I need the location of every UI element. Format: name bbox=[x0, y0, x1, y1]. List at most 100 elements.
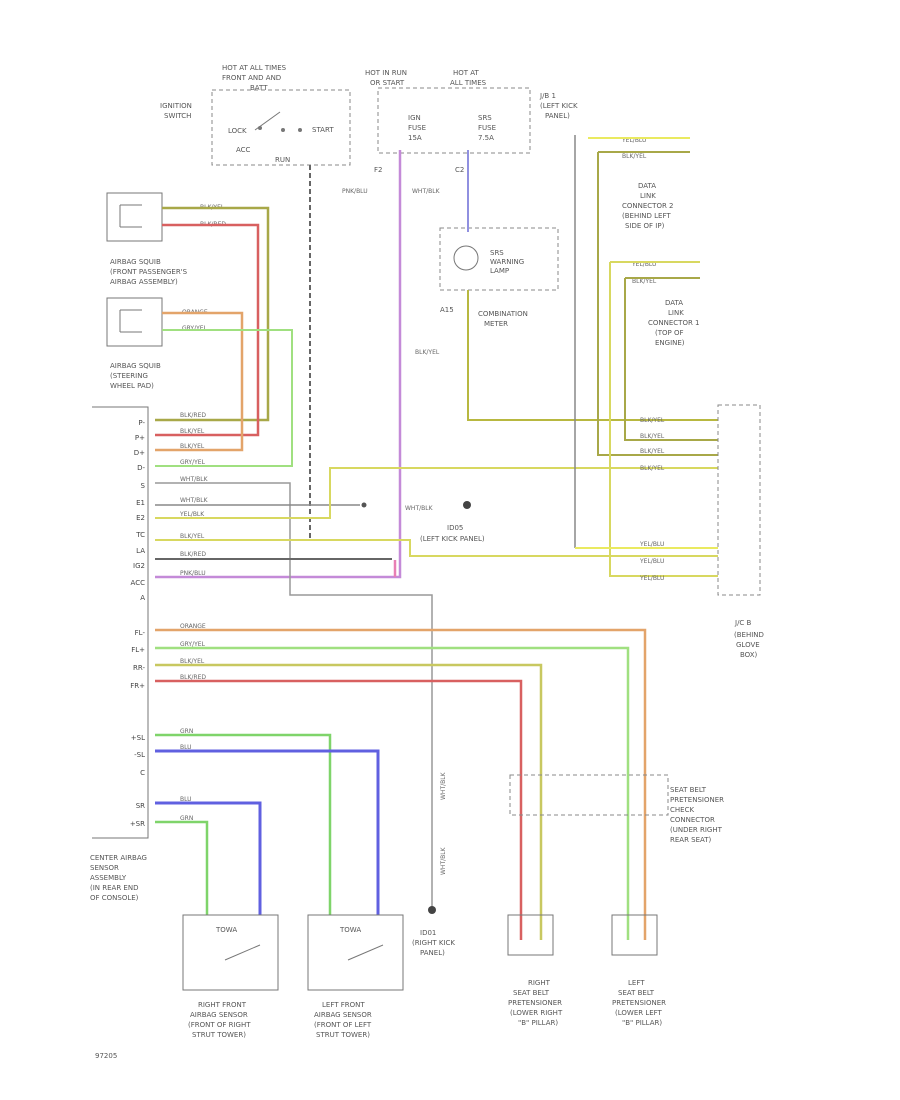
sensor-pin-label: RR- bbox=[133, 664, 145, 672]
wl-ground-right-2: WHT/BLK bbox=[440, 846, 447, 875]
wire-fuse-ign-acc bbox=[155, 150, 402, 579]
wl-fl-minus: ORANGE bbox=[180, 623, 206, 630]
wire-label-dlc2-yel-blu: YEL/BLU bbox=[621, 137, 646, 144]
pretensioner-check-group: SEAT BELT PRETENSIONER CHECK CONNECTOR (… bbox=[509, 774, 724, 844]
label-fuse-srs-1: SRS bbox=[478, 114, 492, 122]
sensor-pin-label: TC bbox=[135, 531, 145, 539]
wl-plus-sr: GRN bbox=[180, 815, 193, 822]
wl-p-plus: BLK/YEL bbox=[180, 428, 205, 435]
label-c2: C2 bbox=[455, 166, 464, 174]
label-check-5: (UNDER RIGHT bbox=[670, 826, 723, 834]
label-ignition-switch-1: IGNITION bbox=[160, 102, 192, 110]
label-run: RUN bbox=[275, 156, 290, 164]
label-jb1-3: PANEL) bbox=[545, 112, 570, 120]
jcb-box bbox=[717, 404, 761, 596]
sensor-pin-label: C bbox=[140, 769, 145, 777]
switch-pivot bbox=[258, 126, 262, 130]
wl-fr-plus: BLK/RED bbox=[180, 674, 206, 681]
sensor-pin-label: +SR bbox=[130, 820, 145, 828]
label-center-sensor-2: SENSOR bbox=[90, 864, 119, 872]
wl-d-plus: BLK/YEL bbox=[180, 443, 205, 450]
label-dlc1-1: DATA bbox=[665, 299, 683, 307]
sensor-pin-label: E2 bbox=[136, 514, 145, 522]
sensor-pin-label: A bbox=[140, 594, 145, 602]
wire-label-wht-blu: WHT/BLK bbox=[412, 188, 441, 195]
wl-tc: YEL/BLK bbox=[179, 511, 205, 518]
label-ignition-switch-2: SWITCH bbox=[164, 112, 191, 120]
rf-sensor-group: TOWA RIGHT FRONT AIRBAG SENSOR (FRONT OF… bbox=[182, 914, 279, 1039]
label-rf-3: (FRONT OF RIGHT bbox=[188, 1021, 251, 1029]
wl-fl-plus: GRY/YEL bbox=[180, 641, 206, 648]
label-fuse-ign-3: 15A bbox=[408, 134, 422, 142]
label-a15: A15 bbox=[440, 306, 454, 314]
label-jcb-4: BOX) bbox=[740, 651, 758, 659]
label-dlc2-5: SIDE OF IP) bbox=[625, 222, 665, 230]
wl-jcb-4: BLK/YEL bbox=[640, 465, 665, 472]
wl-p-minus: BLK/RED bbox=[180, 412, 206, 419]
wl-acc: PNK/BLU bbox=[180, 570, 206, 577]
wire-fl-minus bbox=[155, 628, 647, 940]
label-squib-steering-2: (STEERING bbox=[110, 372, 148, 380]
label-dlc2-2: LINK bbox=[640, 192, 656, 200]
label-check-1: SEAT BELT bbox=[670, 786, 707, 794]
label-start: START bbox=[312, 126, 334, 134]
sensor-pin-label: FR+ bbox=[130, 682, 145, 690]
label-hot-all-2-1: HOT AT bbox=[453, 69, 480, 77]
sensor-wire-labels: BLK/RED BLK/YEL BLK/YEL GRY/YEL WHT/BLK … bbox=[179, 412, 447, 875]
airbag-squib-steering-box bbox=[106, 297, 163, 347]
label-lp-4: (LOWER LEFT bbox=[615, 1009, 663, 1017]
wire-rr-minus bbox=[155, 663, 543, 940]
wire-label-pnk-blu: PNK/BLU bbox=[342, 188, 368, 195]
wl-ground-right-1: WHT/BLK bbox=[440, 771, 447, 800]
wire-dlc1-yel bbox=[609, 262, 718, 577]
dlc2-group: DATA LINK CONNECTOR 2 (BEHIND LEFT SIDE … bbox=[621, 137, 674, 230]
wl-jcb-3: BLK/YEL bbox=[640, 448, 665, 455]
sensor-pin-label: FL- bbox=[135, 629, 146, 637]
label-dlc1-2: LINK bbox=[668, 309, 684, 317]
sensor-pin-label: -SL bbox=[134, 751, 145, 759]
left-pretensioner-group: LEFT SEAT BELT PRETENSIONER (LOWER LEFT … bbox=[611, 914, 666, 1027]
label-combination-meter-2: METER bbox=[484, 320, 508, 328]
lf-sensor-group: TOWA LEFT FRONT AIRBAG SENSOR (FRONT OF … bbox=[307, 914, 404, 1039]
label-check-3: CHECK bbox=[670, 806, 694, 814]
center-sensor-outline bbox=[92, 406, 149, 839]
figure-id: 97205 bbox=[95, 1052, 117, 1060]
wl-minus-sl: BLU bbox=[180, 744, 192, 751]
label-rf-4: STRUT TOWER) bbox=[192, 1031, 246, 1039]
sensor-pin-label: ACC bbox=[131, 579, 146, 587]
label-squib-passenger-1: AIRBAG SQUIB bbox=[110, 258, 161, 266]
wire-label-squib-s-gry-yel: GRY/YEL bbox=[182, 325, 208, 332]
label-rf-1: RIGHT FRONT bbox=[198, 1001, 247, 1009]
label-dlc2-4: (BEHIND LEFT bbox=[622, 212, 671, 220]
wl-s: WHT/BLK bbox=[180, 476, 209, 483]
ground-right-group: ID01 (RIGHT KICK PANEL) bbox=[412, 906, 455, 957]
sensor-pin-label: P+ bbox=[135, 434, 145, 442]
label-dlc1-4: (TOP OF bbox=[655, 329, 684, 337]
combination-meter-group: SRS WARNING LAMP A15 COMBINATION METER B… bbox=[415, 227, 559, 356]
label-squib-passenger-3: AIRBAG ASSEMBLY) bbox=[110, 278, 178, 286]
wire-label-dlc1-blk-yel: BLK/YEL bbox=[632, 278, 657, 285]
pretensioner-check-box bbox=[509, 774, 669, 816]
label-combination-meter-1: COMBINATION bbox=[478, 310, 528, 318]
switch-terminal-a bbox=[281, 128, 285, 132]
label-dlc1-3: CONNECTOR 1 bbox=[648, 319, 700, 327]
label-jb1-1: J/B 1 bbox=[539, 92, 556, 100]
sensor-pin-label: D- bbox=[137, 464, 145, 472]
ground-left-group: ID05 (LEFT KICK PANEL) bbox=[420, 524, 485, 543]
wire-la bbox=[155, 539, 718, 557]
ignition-switch-group: HOT AT ALL TIMES FRONT AND AND BATT IGNI… bbox=[160, 64, 351, 166]
label-dlc1-5: ENGINE) bbox=[655, 339, 685, 347]
label-ground-left-2: (LEFT KICK PANEL) bbox=[420, 535, 485, 543]
wire-squib-s-gry-yel bbox=[155, 329, 293, 467]
label-check-2: PRETENSIONER bbox=[670, 796, 724, 804]
sensor-pin-label: IG2 bbox=[133, 562, 145, 570]
label-f2: F2 bbox=[374, 166, 382, 174]
label-srs-lamp-1: SRS bbox=[490, 249, 504, 257]
wire-label-meter-blk-yel: BLK/YEL bbox=[415, 349, 440, 356]
ground-symbol-left bbox=[463, 501, 471, 509]
ground-dot-left bbox=[361, 502, 367, 508]
right-pretensioner-box bbox=[507, 914, 554, 956]
wire-dlc1-blk-yel bbox=[624, 278, 718, 441]
sensor-pin-label: E1 bbox=[136, 499, 145, 507]
sensor-pin-label: SR bbox=[136, 802, 145, 810]
